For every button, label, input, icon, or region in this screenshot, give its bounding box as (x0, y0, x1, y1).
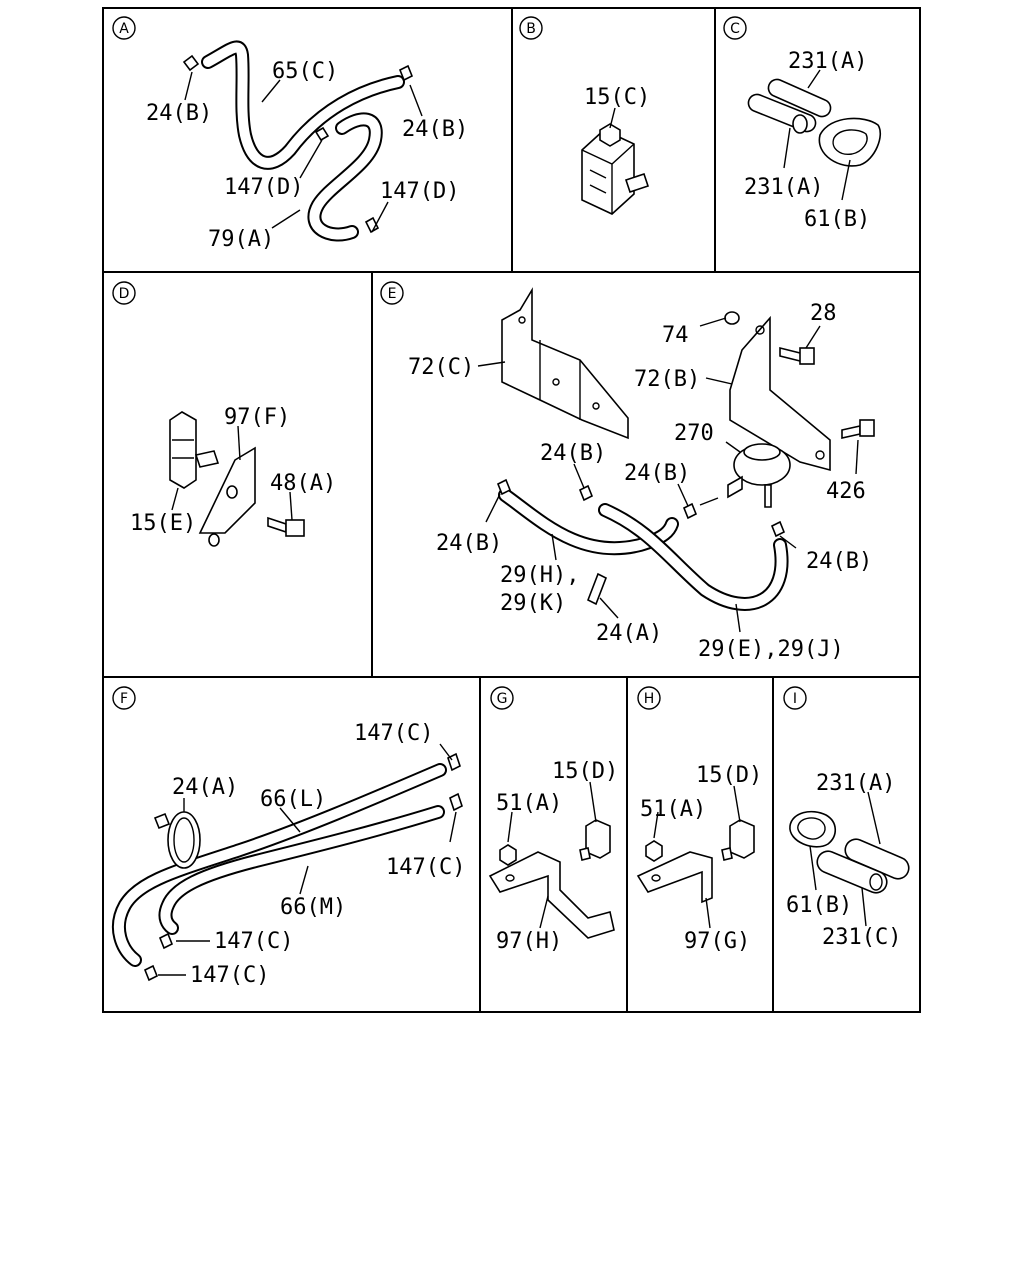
label-72b: 72(B) (634, 367, 700, 392)
svg-text:H: H (644, 691, 655, 707)
panel-e-drawing (496, 287, 875, 611)
svg-text:B: B (526, 21, 536, 37)
panel-f-leaders (158, 743, 457, 976)
label-66m: 66(M) (280, 895, 346, 920)
label-15e: 15(E) (130, 511, 196, 536)
label-147c: 147(C) (214, 929, 293, 954)
panel-letter-c: C (723, 16, 747, 40)
label-24b: 24(B) (540, 441, 606, 466)
label-24a: 24(A) (596, 621, 662, 646)
label-147c: 147(C) (354, 721, 433, 746)
label-74: 74 (662, 323, 689, 348)
panel-b-drawing (581, 123, 650, 215)
label-231a: 231(A) (788, 49, 867, 74)
label-61b: 61(B) (804, 207, 870, 232)
label-147c: 147(C) (190, 963, 269, 988)
label-270: 270 (674, 421, 714, 446)
label-29e-29j: 29(E),29(J) (698, 637, 844, 662)
label-231a: 231(A) (744, 175, 823, 200)
panel-grid (102, 7, 921, 1013)
panel-letter-i: I (783, 686, 807, 710)
panel-letter-h: H (637, 686, 661, 710)
label-147d: 147(D) (380, 179, 459, 204)
label-24b: 24(B) (806, 549, 872, 574)
label-426: 426 (826, 479, 866, 504)
svg-text:D: D (119, 286, 130, 302)
label-48a: 48(A) (270, 471, 336, 496)
panel-c-drawing (747, 78, 882, 167)
label-51a: 51(A) (496, 791, 562, 816)
label-51a: 51(A) (640, 797, 706, 822)
panel-letter-g: G (490, 686, 514, 710)
panel-f-drawing (111, 752, 463, 982)
label-24b: 24(B) (436, 531, 502, 556)
svg-text:E: E (388, 286, 397, 302)
panel-letter-e: E (380, 281, 404, 305)
panel-letter-a: A (112, 16, 136, 40)
label-15c: 15(C) (584, 85, 650, 110)
label-147d: 147(D) (224, 175, 303, 200)
panel-g-leaders (507, 781, 597, 929)
label-29h: 29(H), (500, 563, 579, 588)
label-231a: 231(A) (816, 771, 895, 796)
panel-letter-b: B (519, 16, 543, 40)
label-72c: 72(C) (408, 355, 474, 380)
svg-text:F: F (120, 691, 128, 707)
panel-h-leaders (653, 785, 741, 929)
label-28: 28 (810, 301, 837, 326)
panel-a-drawing (182, 40, 414, 242)
label-15d: 15(D) (696, 763, 762, 788)
label-97g: 97(G) (684, 929, 750, 954)
svg-text:C: C (730, 21, 740, 37)
panel-h-drawing (636, 819, 755, 904)
label-97h: 97(H) (496, 929, 562, 954)
panel-a-leaders (184, 71, 423, 233)
label-231c: 231(C) (822, 925, 901, 950)
label-24a: 24(A) (172, 775, 238, 800)
panel-letter-d: D (112, 281, 136, 305)
panel-b-leader (609, 107, 616, 129)
label-24b: 24(B) (146, 101, 212, 126)
panel-d-drawing (169, 411, 305, 547)
label-15d: 15(D) (552, 759, 618, 784)
panel-i-leaders (809, 791, 881, 927)
panel-g-drawing (488, 819, 615, 939)
svg-text:A: A (119, 21, 129, 37)
panel-d-leaders (171, 425, 293, 521)
label-97f: 97(F) (224, 405, 290, 430)
label-147c: 147(C) (386, 855, 465, 880)
label-79a: 79(A) (208, 227, 274, 252)
panel-letter-f: F (112, 686, 136, 710)
label-24b: 24(B) (624, 461, 690, 486)
label-66l: 66(L) (260, 787, 326, 812)
label-24b: 24(B) (402, 117, 468, 142)
label-61b: 61(B) (786, 893, 852, 918)
panel-c-leaders (783, 69, 851, 201)
svg-text:I: I (793, 691, 797, 707)
label-65c: 65(C) (272, 59, 338, 84)
panel-i-drawing (789, 810, 910, 894)
panel-e-leaders (477, 317, 859, 633)
label-29k: 29(K) (500, 591, 566, 616)
svg-text:G: G (497, 691, 508, 707)
